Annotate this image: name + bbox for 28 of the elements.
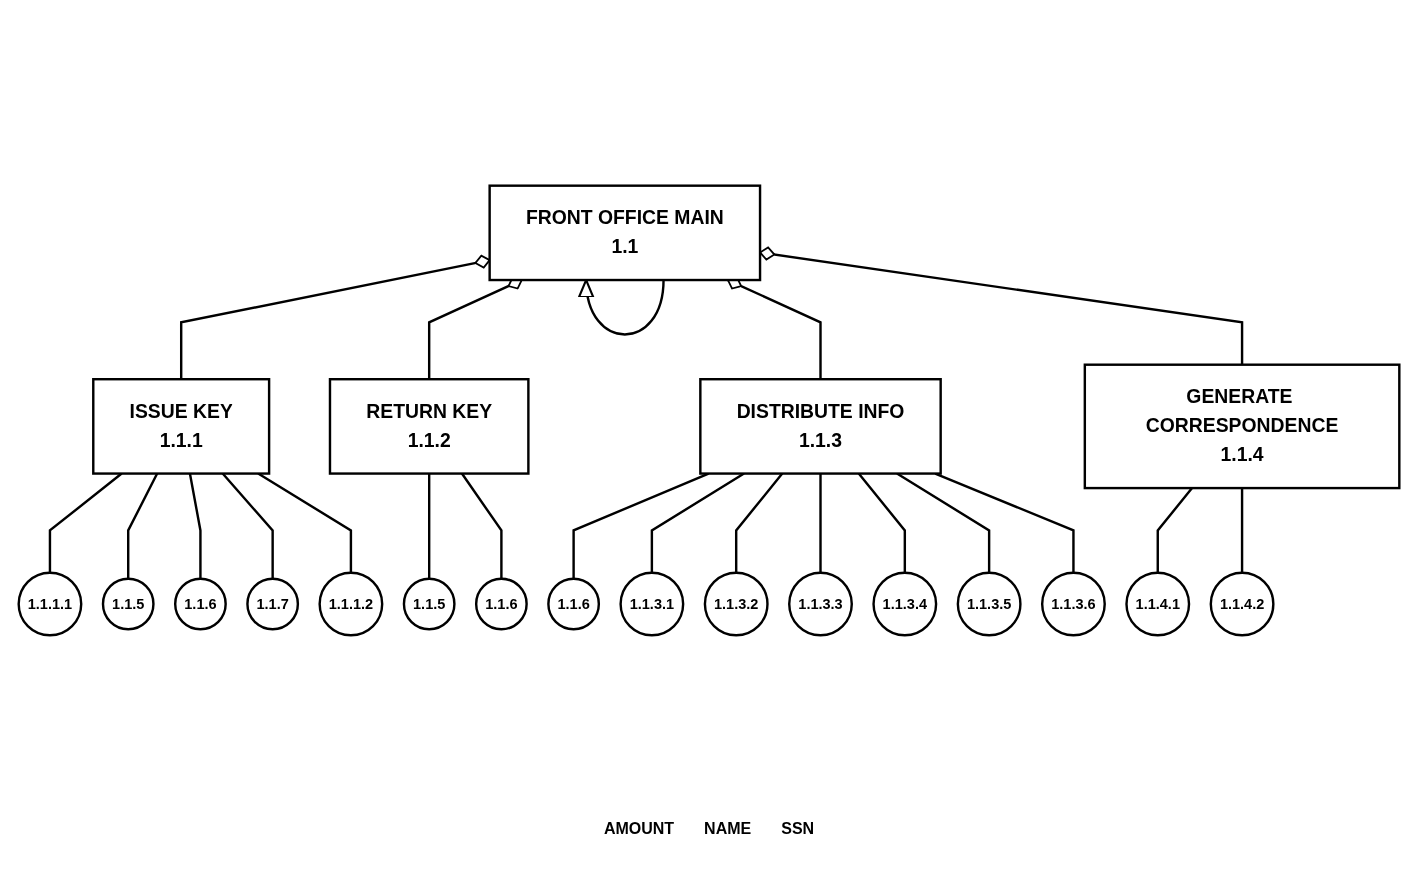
loop-arrow: [579, 278, 665, 336]
connector-circle: 1.1.3.2: [703, 571, 769, 636]
module-box: FRONT OFFICE MAIN 1.1: [488, 184, 762, 281]
module-box: RETURN KEY 1.1.2: [328, 377, 530, 475]
connector-circle: 1.1.1.1: [17, 571, 83, 636]
connector-circle: 1.1.6: [174, 577, 227, 630]
connector-circle: 1.1.5: [101, 577, 155, 630]
connector-circle: 1.1.5: [402, 577, 456, 630]
connector-circle: 1.1.3.1: [619, 571, 685, 636]
connector-line: [427, 473, 431, 579]
connector-line: [819, 473, 822, 573]
connector-circle: 1.1.4.2: [1209, 571, 1275, 636]
connector-circle: 1.1.1.2: [318, 571, 384, 636]
connector-circle: 1.1.6: [474, 577, 528, 630]
data-couple-label: AMOUNT: [603, 820, 675, 838]
data-couple-label: SSN: [781, 820, 815, 838]
connector-circle: 1.1.4.1: [1125, 571, 1191, 636]
connector-circle: 1.1.3.5: [956, 571, 1022, 636]
module-box: ISSUE KEY 1.1.1: [92, 377, 271, 475]
data-couple-label: NAME: [704, 820, 752, 838]
connector-circle: 1.1.3.6: [1040, 571, 1106, 636]
module-box: DISTRIBUTE INFO 1.1.3: [699, 377, 942, 475]
connector-circle: 1.1.6: [547, 577, 601, 630]
connector-circle: 1.1.7: [246, 577, 300, 630]
connector-circle: 1.1.3.4: [872, 571, 938, 636]
connector-circle: 1.1.3.3: [788, 571, 853, 636]
connector-line: [1240, 487, 1244, 573]
module-box: GENERATE CORRESPONDENCE 1.1.4: [1083, 363, 1401, 489]
